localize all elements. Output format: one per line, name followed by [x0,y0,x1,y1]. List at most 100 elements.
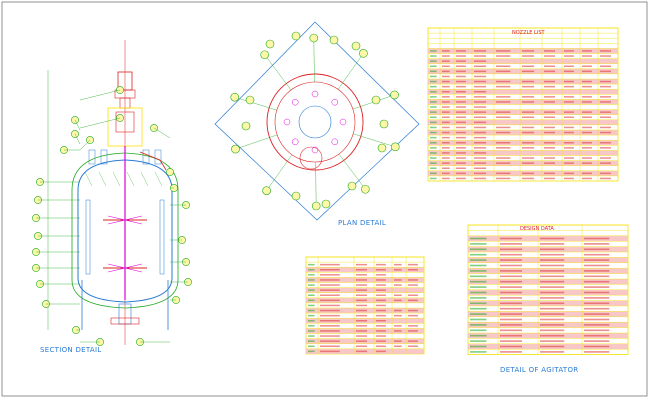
table-cell-text [564,131,574,134]
table-row-band [428,58,618,64]
table-cell-text [496,96,511,98]
table-cell-text [356,299,367,302]
table-cell-text [522,126,535,129]
table-cell-text [394,314,402,317]
table-cell-text [376,289,386,291]
table-cell-text [430,80,437,83]
table-cell-text [394,299,402,302]
callout-bubble [321,199,331,209]
table-cell-text [308,299,315,302]
callout-bubble [347,181,357,191]
plan-radial-line [264,54,292,91]
table-cell-text [544,172,555,175]
table-cell-text [500,264,522,267]
table-cell-text [308,350,315,353]
table-cell-text [582,85,592,88]
table-cell-text [544,177,555,180]
table-cell-text [540,264,565,267]
table-cell-text [584,340,610,342]
table-cell-text [474,167,487,170]
leader-line [74,119,81,131]
table-cell-text [356,340,367,342]
table-cell-text [320,263,340,266]
table-cell-text [442,147,450,149]
plan-vessel-inner [274,81,356,163]
table-cell-text [456,96,466,98]
table-cell-text [540,345,565,348]
table-cell-text [456,111,466,113]
table-cell-text [582,80,592,83]
table-cell-text [584,334,610,337]
table-cell-text [474,172,487,175]
table-cell-text [564,111,574,113]
table-cell-text [394,309,402,312]
table-cell-text [564,70,574,73]
table-cell-text [496,65,511,68]
table-cell-text [320,340,340,342]
table-cell-text [308,314,315,317]
table-cell-text [356,268,367,271]
table-cell-text [356,284,367,286]
table-cell-text [540,291,565,294]
table-cell-text [408,294,418,297]
table-cell-text [584,275,610,278]
table-cell-text [584,264,610,267]
table-cell-text [408,263,418,266]
table-cell-text [376,314,386,317]
callout-bubble [265,39,275,49]
table-cell-text [540,302,565,305]
table-cell-text [474,65,487,68]
table-cell-text [456,147,466,149]
table-cell-text [356,263,367,266]
table-cell-text [430,157,437,159]
table-cell-text [456,106,466,108]
table-cell-text [582,177,592,180]
table-cell-text [408,279,418,281]
callout-bubble [329,35,339,45]
table-cell-text [394,330,402,332]
table-cell-text [474,80,487,83]
plan-radial-line [235,134,278,150]
table-cell-text [540,280,565,283]
section-view [32,40,192,346]
table-cell-text [456,177,466,180]
table-cell-text [584,297,610,299]
table-cell-text [456,65,466,68]
table-cell-text [408,284,418,286]
callout-bubble [260,50,269,60]
table-cell-text [394,279,402,281]
table-cell-text [356,350,367,353]
table-cell-text [308,304,315,307]
table-cell-text [474,121,487,124]
plan-radial-line [313,38,315,83]
table-cell-text [308,345,315,348]
table-cell-text [376,284,386,286]
table-cell-text [430,55,437,57]
table-cell-text [474,141,487,144]
table-cell-text [474,147,487,149]
table-cell-text [442,70,450,73]
table-cell-text [456,85,466,88]
table-cell-text [582,126,592,129]
table-cell-text [582,172,592,175]
table-cell-text [582,162,592,164]
table-cell-text [600,172,611,175]
table-cell-text [600,50,611,52]
table-cell-text [430,111,437,113]
table-cell-text [564,116,574,119]
callout-bubble [359,49,368,58]
table-cell-text [540,307,565,310]
table-cell-text [308,279,315,281]
detail-line [126,171,135,187]
table-cell-text [308,309,315,312]
top-nozzle [88,149,96,165]
table-cell-text [540,334,565,337]
impeller-hub [107,263,143,273]
table-cell-text [320,268,340,271]
table-cell-text [582,111,592,113]
table-cell-text [456,116,466,119]
nozzle-list-title: NOZZLE LIST [512,30,545,36]
table-cell-text [540,297,565,299]
table-cell-text [600,116,611,119]
parts-list-table [305,256,425,355]
